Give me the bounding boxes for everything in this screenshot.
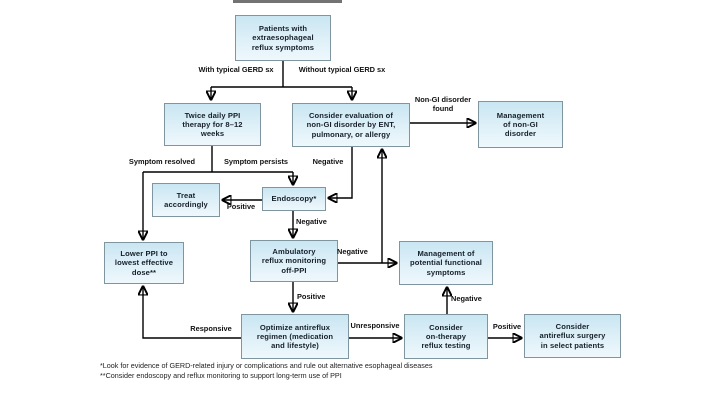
cropped-title-bar	[233, 0, 342, 3]
footnote-1: *Look for evidence of GERD-related injur…	[100, 361, 433, 370]
node-consider-evaluation: Consider evaluation of non-GI disorder b…	[292, 103, 410, 147]
edge-label-negative-on-therapy: Negative	[451, 294, 482, 303]
node-ambulatory-monitoring: Ambulatory reflux monitoring off-PPI	[250, 240, 338, 282]
node-twice-daily-ppi: Twice daily PPI therapy for 8–12 weeks	[164, 103, 261, 146]
edge-label-with-typical-gerd: With typical GERD sx	[198, 65, 274, 74]
node-mgmt-functional-label: Management of potential functional sympt…	[409, 249, 483, 277]
edge-label-positive-on-therapy: Positive	[492, 322, 522, 331]
node-patients: Patients with extraesophageal reflux sym…	[235, 15, 331, 61]
node-patients-label: Patients with extraesophageal reflux sym…	[251, 24, 315, 52]
edge-label-unresponsive: Unresponsive	[350, 321, 400, 330]
node-twice-daily-ppi-label: Twice daily PPI therapy for 8–12 weeks	[182, 110, 243, 139]
node-antireflux-surgery-label: Consider antireflux surgery in select pa…	[539, 322, 606, 350]
edge-label-without-typical-gerd: Without typical GERD sx	[298, 65, 386, 74]
node-optimize-regimen-label: Optimize antireflux regimen (medication …	[256, 322, 334, 351]
node-ambulatory-monitoring-label: Ambulatory reflux monitoring off-PPI	[261, 247, 327, 275]
node-endoscopy-label: Endoscopy*	[271, 194, 317, 204]
node-mgmt-functional: Management of potential functional sympt…	[399, 241, 493, 285]
footnote-2: **Consider endoscopy and reflux monitori…	[100, 371, 342, 380]
edge-eval-to-endoscopy	[329, 147, 353, 198]
node-optimize-regimen: Optimize antireflux regimen (medication …	[241, 314, 349, 359]
edge-label-responsive: Responsive	[190, 324, 232, 333]
node-lower-ppi-label: Lower PPI to lowest effective dose**	[114, 249, 174, 277]
node-consider-evaluation-label: Consider evaluation of non-GI disorder b…	[306, 111, 396, 139]
node-treat-accordingly: Treat accordingly	[152, 183, 220, 217]
node-on-therapy-testing-label: Consider on-therapy reflux testing	[421, 322, 471, 351]
node-on-therapy-testing: Consider on-therapy reflux testing	[404, 314, 488, 359]
edge-label-negative-eval: Negative	[312, 157, 344, 166]
node-endoscopy: Endoscopy*	[262, 187, 326, 211]
node-mgmt-non-gi: Management of non-GI disorder	[478, 101, 563, 148]
edge-label-negative-endoscopy: Negative	[296, 217, 327, 226]
footnotes: *Look for evidence of GERD-related injur…	[100, 361, 660, 381]
node-lower-ppi: Lower PPI to lowest effective dose**	[104, 242, 184, 284]
edge-label-symptom-resolved: Symptom resolved	[128, 157, 196, 166]
edge-label-negative-ambulatory: Negative	[337, 247, 368, 256]
edge-label-positive-endoscopy: Positive	[226, 202, 256, 211]
node-antireflux-surgery: Consider antireflux surgery in select pa…	[524, 314, 621, 358]
node-treat-accordingly-label: Treat accordingly	[164, 190, 208, 209]
edge-label-positive-ambulatory: Positive	[297, 292, 326, 301]
edge-label-symptom-persists: Symptom persists	[223, 157, 289, 166]
edge-label-non-gi-found: Non-GI disorder found	[414, 95, 472, 113]
edge-optimize-to-lower-ppi	[143, 287, 241, 339]
node-mgmt-non-gi-label: Management of non-GI disorder	[496, 110, 545, 139]
